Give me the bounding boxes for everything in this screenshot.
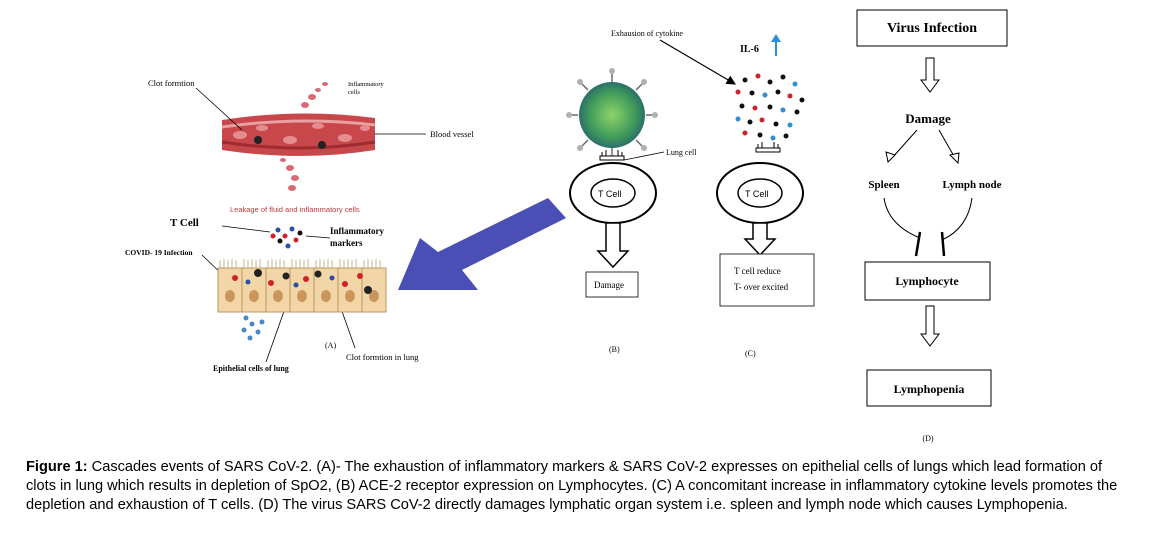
caption-label: Figure 1: [26, 459, 88, 475]
label-spleen: Spleen [868, 179, 899, 191]
panel-c: Exhausion of cytokine IL-6 T Cell [611, 29, 815, 358]
figure-illustration: Clot formtion Inflammatory cells Blood v… [125, 9, 1008, 443]
inflammatory-cells [280, 82, 328, 191]
il6-up-arrow-icon [771, 34, 781, 56]
virus-icon [566, 68, 658, 160]
arrow-down-icon [920, 57, 940, 93]
label-lymph-node: Lymph node [943, 179, 1002, 191]
label-t-cell-a: T Cell [170, 217, 199, 229]
panel-a: Clot formtion Inflammatory cells Blood v… [125, 78, 474, 373]
label-leakage: Leakage of fluid and inflammatory cells [230, 205, 360, 214]
arrow-down-icon [743, 222, 777, 257]
big-blue-arrow-icon [398, 198, 566, 290]
label-inflammatory-markers-2: markers [330, 238, 363, 248]
label-t-cell-b: T Cell [598, 189, 621, 199]
label-t-cell-reduce: T cell reduce [734, 266, 781, 276]
label-damage-d: Damage [905, 111, 951, 126]
label-covid-infection: COVID- 19 Infection [125, 248, 193, 257]
panel-label-b: (B) [609, 345, 620, 354]
epithelial-cells [217, 259, 387, 313]
inflammatory-markers [270, 226, 303, 249]
label-il6: IL-6 [740, 44, 759, 55]
split-arrows [885, 129, 960, 165]
label-lung-cell: Lung cell [666, 148, 697, 157]
arrow-down-icon [596, 222, 630, 269]
box-virus-infection: Virus Infection [887, 21, 977, 36]
box-lymphocyte: Lymphocyte [895, 274, 959, 288]
label-blood-vessel: Blood vessel [430, 129, 474, 139]
panel-b: Lung cell T Cell Damage (B) [566, 68, 697, 354]
panel-d: Virus Infection Damage Spleen Lymph node… [856, 9, 1008, 443]
label-damage-b: Damage [594, 280, 624, 290]
leaked-cells [241, 315, 265, 341]
panel-label-a: (A) [325, 341, 336, 350]
label-clot-formation: Clot formtion [148, 78, 195, 88]
arrow-down-icon [920, 305, 940, 347]
label-clot-in-lung: Clot formtion in lung [346, 352, 419, 362]
label-t-cell-c: T Cell [745, 189, 768, 199]
label-epithelial: Epithelial cells of lung [213, 364, 289, 373]
panel-label-c: (C) [745, 349, 756, 358]
label-t-over-excited: T- over excited [734, 282, 789, 292]
blood-vessel [221, 113, 376, 156]
label-inflammatory-cells-1: Inflammatory [348, 81, 384, 88]
label-inflammatory-markers-1: Inflammatory [330, 226, 384, 236]
label-exhaustion: Exhausion of cytokine [611, 29, 683, 38]
panel-label-d: (D) [922, 434, 933, 443]
caption-text: Cascades events of SARS CoV-2. (A)- The … [26, 459, 1118, 513]
figure-caption: Figure 1: Cascades events of SARS CoV-2.… [26, 458, 1126, 515]
cytokine-cloud [735, 73, 805, 141]
box-lymphopenia: Lymphopenia [894, 382, 965, 396]
label-inflammatory-cells-2: cells [348, 89, 360, 96]
